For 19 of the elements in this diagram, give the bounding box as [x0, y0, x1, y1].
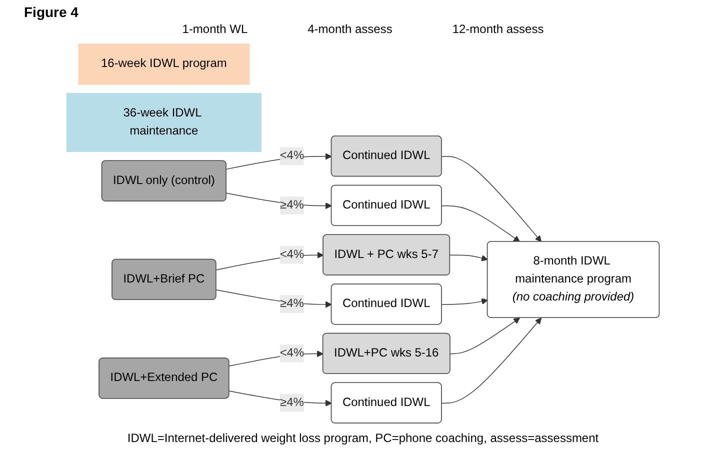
node-box: 16-week IDWL program: [78, 44, 250, 85]
arrow: [450, 254, 488, 262]
arrow: [441, 298, 488, 305]
edge-label: <4%: [280, 346, 304, 360]
edge-label: <4%: [280, 149, 304, 162]
edge-label: ≥4%: [280, 297, 304, 310]
arrow: [441, 156, 542, 242]
timepoint-label: 12-month assess: [452, 22, 544, 36]
edge-label: ≥4%: [280, 198, 304, 212]
edge-label: <4%: [280, 248, 304, 261]
caption: IDWL=Internet-delivered weight loss program, PC=phone coaching, assess=assessment: [127, 431, 599, 445]
figure-title: Figure 4: [24, 4, 78, 20]
node-box: 36-week IDWL maintenance: [66, 92, 262, 152]
arrow: [441, 318, 542, 404]
arrow: [441, 205, 520, 242]
arrow: [450, 318, 520, 354]
timepoint-label: 1-month WL: [182, 22, 248, 36]
timepoint-label: 4-month assess: [308, 22, 392, 36]
edge-label: ≥4%: [280, 396, 304, 409]
